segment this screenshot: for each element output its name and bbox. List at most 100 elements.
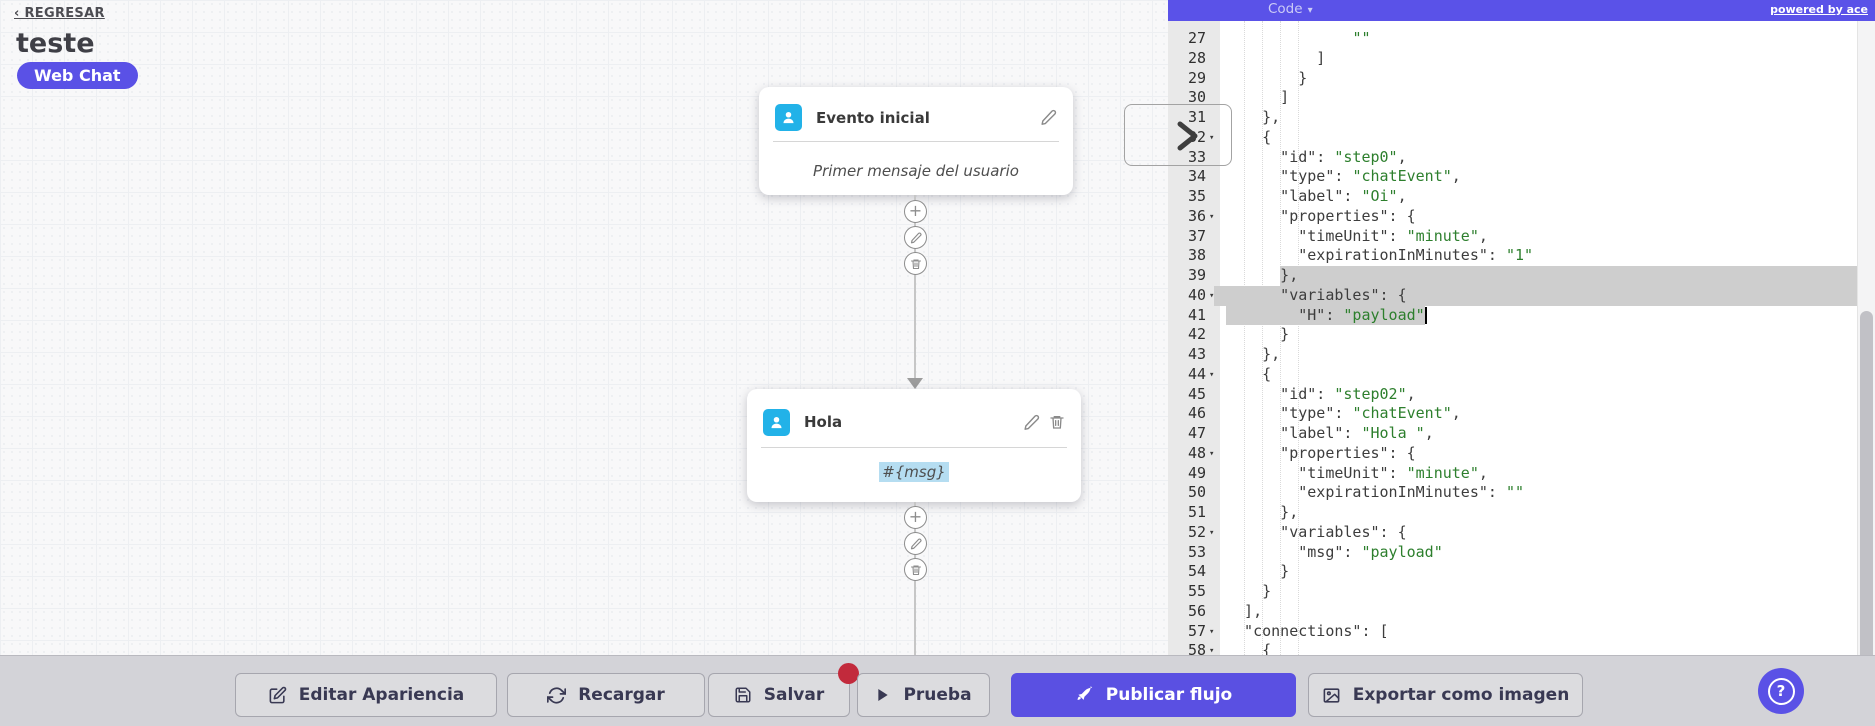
code-line[interactable]: 50 "expirationInMinutes": "" [1168,483,1858,503]
trash-icon [910,564,921,575]
vertical-scrollbar[interactable] [1857,21,1875,655]
button-label: Exportar como imagen [1352,685,1570,705]
user-icon [775,104,802,131]
code-text: { [1226,127,1272,146]
code-line[interactable]: 39 }, [1168,266,1858,286]
fold-toggle-icon[interactable]: ▾ [1209,626,1215,637]
code-line[interactable]: 32▾ { [1168,128,1858,148]
code-text: }, [1226,266,1299,284]
node-body-text: Primer mensaje del usuario [813,162,1019,180]
add-step-button[interactable]: + [904,200,927,223]
code-line[interactable]: 27 "" [1168,29,1858,49]
code-line[interactable]: 54 } [1168,562,1858,582]
line-number: 53 [1187,542,1206,561]
code-line[interactable]: 51 }, [1168,503,1858,523]
delete-node-icon[interactable] [1049,414,1065,430]
fold-toggle-icon[interactable]: ▾ [1209,369,1215,380]
code-line[interactable]: 36▾ "properties": { [1168,207,1858,227]
line-number: 39 [1187,266,1206,284]
code-line[interactable]: 42 } [1168,325,1858,345]
edit-icon [268,686,287,705]
code-gutter [1168,21,1220,655]
code-line[interactable]: 56 ], [1168,602,1858,622]
fold-toggle-icon[interactable]: ▾ [1209,448,1215,459]
node-evento-inicial[interactable]: Evento inicial Primer mensaje del usuari… [759,87,1073,195]
chevron-down-icon: ▾ [1307,5,1313,16]
page-title: teste [16,28,95,59]
back-link[interactable]: ‹ REGRESAR [14,6,105,21]
code-text: "" [1352,29,1371,47]
delete-connection-button[interactable] [904,252,927,275]
edit-connection-button[interactable] [904,532,927,555]
save-button[interactable]: Salvar [708,663,859,717]
fold-toggle-icon[interactable]: ▾ [1209,290,1215,301]
line-number: 38 [1187,246,1206,265]
code-text: } [1226,562,1290,581]
code-line[interactable]: 35 "label": "Oi", [1168,187,1858,207]
scrollbar-thumb[interactable] [1860,311,1873,655]
code-line[interactable]: 58▾ { [1168,641,1858,655]
code-line[interactable]: 57▾ "connections": [ [1168,622,1858,642]
code-mode-dropdown[interactable]: Code▾ [1268,1,1313,17]
flow-canvas[interactable]: ‹ REGRESAR teste Web Chat Evento inicial… [0,0,1170,655]
edit-appearance-button[interactable]: Editar Apariencia [235,673,497,717]
edit-connection-button[interactable] [904,226,927,249]
code-line[interactable]: 29 } [1168,69,1858,89]
edit-node-icon[interactable] [1023,414,1040,431]
button-label: Salvar [763,685,825,705]
line-number: 48 [1187,443,1206,462]
code-line[interactable]: 52▾ "variables": { [1168,523,1858,543]
line-number: 47 [1187,424,1206,442]
delete-connection-button[interactable] [904,558,927,581]
code-line[interactable]: 45 "id": "step02", [1168,385,1858,405]
code-line[interactable]: 47 "label": "Hola ", [1168,424,1858,444]
code-line[interactable]: 30 ] [1168,88,1858,108]
test-button[interactable]: Prueba [857,673,990,717]
collapse-code-panel-button[interactable] [1124,104,1232,166]
code-line[interactable]: 53 "msg": "payload" [1168,543,1858,563]
node-body-text: #{msg} [879,462,949,482]
node-hola[interactable]: Hola #{msg} [747,389,1081,502]
code-line[interactable]: 31 }, [1168,108,1858,128]
code-panel: 27 ""28 ]29 }30 ]31 },32▾ {33 "id": "ste… [1168,0,1875,655]
trash-icon [910,258,921,269]
add-step-button[interactable]: + [904,506,927,529]
code-line[interactable]: 46 "type": "chatEvent", [1168,404,1858,424]
line-number: 57 [1187,621,1206,640]
code-editor[interactable]: 27 ""28 ]29 }30 ]31 },32▾ {33 "id": "ste… [1168,21,1858,655]
code-line[interactable]: 55 } [1168,582,1858,602]
line-number: 30 [1187,88,1206,107]
fold-toggle-icon[interactable]: ▾ [1209,211,1215,222]
code-line[interactable]: 49 "timeUnit": "minute", [1168,464,1858,484]
code-text: "properties": { [1226,443,1416,462]
divider [773,141,1059,142]
code-text: }, [1226,108,1281,126]
powered-by-ace-link[interactable]: powered by ace [1770,3,1868,16]
code-line[interactable]: 41 "H": "payload" [1168,305,1858,326]
code-line[interactable]: 34 "type": "chatEvent", [1168,167,1858,187]
channel-badge: Web Chat [17,62,138,89]
reload-button[interactable]: Recargar [507,673,705,717]
code-line[interactable]: 38 "expirationInMinutes": "1" [1168,246,1858,266]
fold-toggle-icon[interactable]: ▾ [1209,527,1215,538]
code-line[interactable]: 48▾ "properties": { [1168,444,1858,464]
code-line[interactable]: 44▾ { [1168,365,1858,385]
publish-button[interactable]: Publicar flujo [1011,673,1296,717]
code-line[interactable]: 40▾ "variables": { [1168,285,1858,306]
code-line[interactable]: 43 }, [1168,345,1858,365]
code-line[interactable]: 37 "timeUnit": "minute", [1168,227,1858,247]
code-text: "type": "chatEvent", [1226,167,1461,186]
fold-toggle-icon[interactable]: ▾ [1209,132,1215,143]
fold-toggle-icon[interactable]: ▾ [1209,646,1215,655]
line-number: 51 [1187,503,1206,521]
code-line[interactable]: 28 ] [1168,49,1858,69]
code-text: { [1226,364,1272,383]
help-button[interactable]: ? [1758,668,1804,714]
code-line[interactable]: 33 "id": "step0", [1168,148,1858,168]
edit-node-icon[interactable] [1040,109,1057,126]
code-text: "id": "step02", [1226,384,1416,403]
button-label: Publicar flujo [1105,685,1233,705]
text-selection [1214,285,1858,306]
export-image-button[interactable]: Exportar como imagen [1308,673,1583,717]
